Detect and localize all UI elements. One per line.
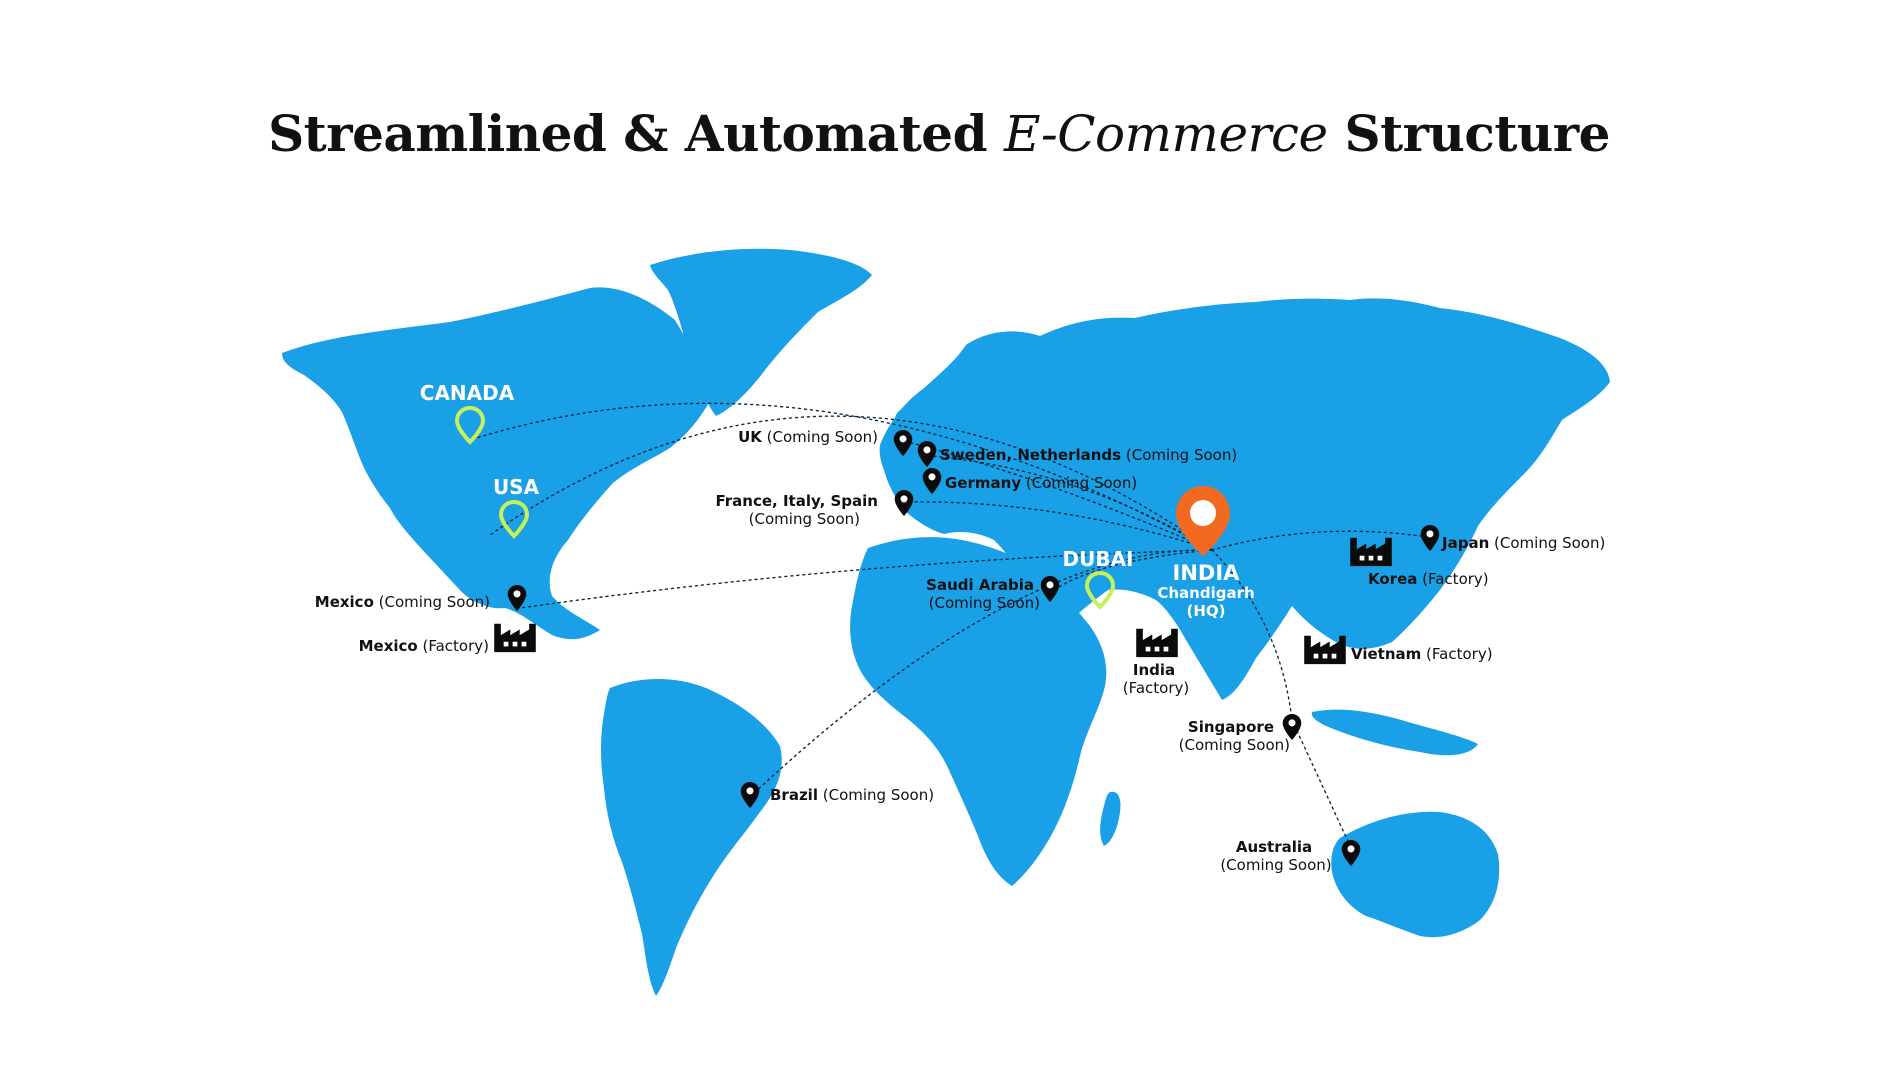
location-label-status: (Factory) [1123,679,1190,697]
location-label-name: Saudi Arabia [926,576,1034,594]
hq-country: INDIA [1173,561,1241,585]
location-vietnam-factory[interactable]: Vietnam (Factory) [1304,635,1493,665]
africa-landmass [850,537,1107,886]
title-part1: Streamlined & Automated [268,104,1004,163]
location-brazil[interactable]: Brazil (Coming Soon) [740,782,934,808]
title-part2: Structure [1327,104,1610,163]
location-mexico-factory[interactable]: Mexico (Factory) [359,623,536,655]
location-label-name: France, Italy, Spain [715,492,878,510]
hq-marker-center [1190,500,1216,526]
location-france-italy-spain[interactable]: France, Italy, Spain (Coming Soon) [715,490,914,528]
hub-label-canada: CANADA [420,381,515,405]
location-label: Sweden, Netherlands (Coming Soon) [940,446,1237,464]
hub-marker-canada[interactable]: CANADA [420,381,515,444]
location-label: Germany (Coming Soon) [945,474,1137,492]
location-label: Japan (Coming Soon) [1441,534,1605,552]
location-label-status: (Coming Soon) [929,594,1040,612]
japan-landmass [1416,474,1462,542]
location-australia[interactable]: Australia (Coming Soon) [1220,838,1361,874]
greenland-landmass [650,248,872,416]
australia-landmass [1331,811,1500,938]
location-label-name: Australia [1236,838,1312,856]
location-label: Korea (Factory) [1368,570,1489,588]
location-label-name: Singapore [1188,718,1274,736]
location-singapore[interactable]: Singapore (Coming Soon) [1179,714,1302,754]
location-label-name: India [1133,661,1175,679]
location-korea-factory[interactable]: Korea (Factory) [1350,537,1489,588]
location-label-status: (Coming Soon) [1220,856,1331,874]
location-uk[interactable]: UK (Coming Soon) [738,428,913,456]
factory-icon [494,623,536,653]
hq-marker-india[interactable]: INDIA Chandigarh (HQ) [1157,486,1255,620]
continents [282,248,1610,996]
factory-icon [1304,635,1346,665]
madagascar-landmass [1100,791,1121,846]
title-italic: E-Commerce [1003,105,1328,163]
location-india-factory[interactable]: India (Factory) [1123,628,1190,697]
location-label: Mexico (Coming Soon) [315,593,490,611]
route-lines [469,402,1435,851]
location-label-status: (Coming Soon) [749,510,860,528]
location-germany[interactable]: Germany (Coming Soon) [922,468,1137,494]
location-label: UK (Coming Soon) [738,428,878,446]
location-mexico[interactable]: Mexico (Coming Soon) [315,585,527,611]
hq-city: Chandigarh [1157,584,1254,602]
hub-marker-dubai[interactable]: DUBAI [1062,547,1134,609]
location-label: Vietnam (Factory) [1351,645,1493,663]
location-label: Brazil (Coming Soon) [770,786,934,804]
factory-icon [1136,628,1178,658]
south-america-landmass [601,679,782,996]
hub-label-dubai: DUBAI [1062,547,1133,571]
location-sweden-netherlands[interactable]: Sweden, Netherlands (Coming Soon) [917,441,1238,467]
location-saudi-arabia[interactable]: Saudi Arabia (Coming Soon) [926,576,1060,612]
page-title: Streamlined & Automated E-Commerce Struc… [0,104,1878,163]
hq-tag: (HQ) [1186,602,1225,620]
hub-marker-usa[interactable]: USA [493,475,540,538]
southeast-asia-islands [1311,709,1478,756]
location-label: Mexico (Factory) [359,637,489,655]
location-japan[interactable]: Japan (Coming Soon) [1420,525,1606,552]
north-america-landmass [282,287,712,640]
location-label-status: (Coming Soon) [1179,736,1290,754]
hub-label-usa: USA [493,475,540,499]
